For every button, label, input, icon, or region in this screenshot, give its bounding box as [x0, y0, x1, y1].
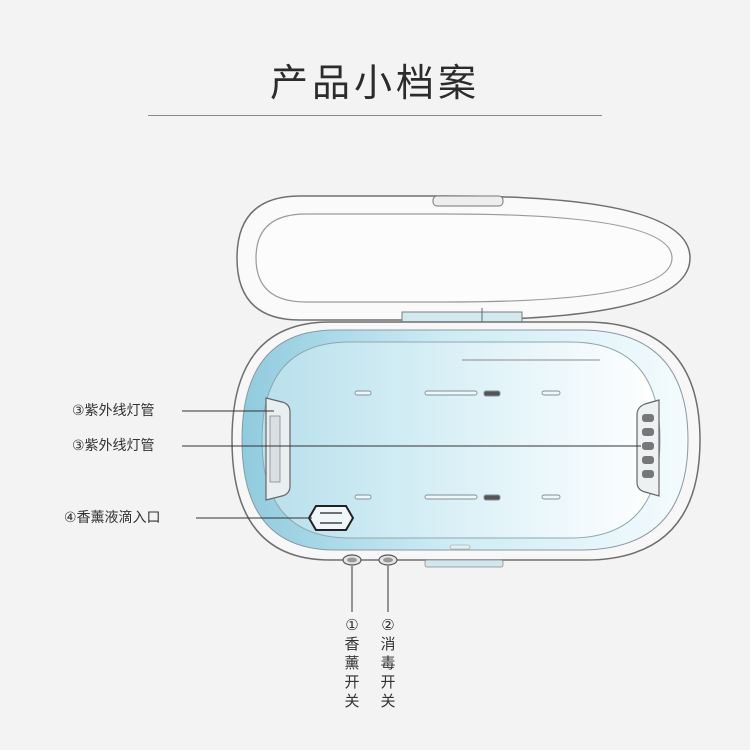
uv-lamp-left [265, 397, 291, 501]
callout-uv-lamp-1: ③紫外线灯管 [72, 403, 155, 419]
title-divider [148, 115, 602, 116]
callout-aroma-inlet: ④香薰液滴入口 [64, 510, 161, 526]
disinfect-switch-button [378, 554, 398, 566]
tray-slots [354, 390, 561, 501]
callout-aroma-switch: ①香薰开关 [344, 616, 360, 710]
aroma-inlet [307, 505, 355, 531]
aroma-switch-button [342, 554, 362, 566]
page-title: 产品小档案 [269, 61, 480, 105]
uv-lamp-right [636, 399, 660, 497]
callout-uv-lamp-2: ③紫外线灯管 [72, 438, 155, 454]
callout-disinfect-switch: ②消毒开关 [380, 616, 396, 710]
lid [236, 195, 691, 321]
leader-lines [182, 410, 641, 612]
base [231, 321, 701, 568]
